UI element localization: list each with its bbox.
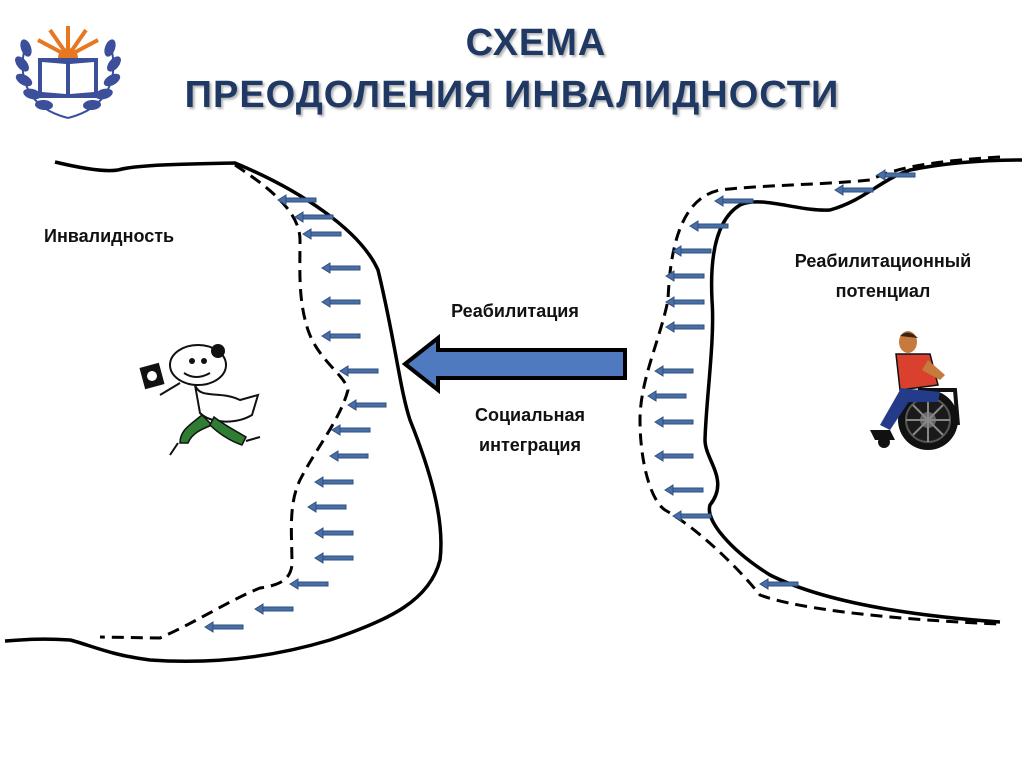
right-small-arrows xyxy=(647,169,916,590)
wheelchair-user-icon xyxy=(870,331,960,450)
title-line-2: ПРЕОДОЛЕНИЯ ИНВАЛИДНОСТИ xyxy=(184,74,840,116)
label-social-integration-line1: Социальная xyxy=(474,405,586,425)
running-person-icon xyxy=(139,344,261,456)
label-social-integration-line2: интеграция xyxy=(479,435,581,455)
label-rehabilitation: Реабилитация xyxy=(451,301,579,321)
logo-emblem-icon xyxy=(15,26,121,119)
title-line-1: СХЕМА xyxy=(465,22,607,64)
left-shore-outline xyxy=(4,160,443,664)
label-rehab-potential-line1: Реабилитационный xyxy=(794,251,972,271)
label-rehab-potential: Реабилитационный потенциал xyxy=(768,246,998,306)
left-small-arrows xyxy=(204,194,387,633)
label-social-integration: Социальная интеграция xyxy=(430,400,630,460)
left-shore-dashed xyxy=(99,163,350,640)
label-rehab-potential-line2: потенциал xyxy=(835,281,931,301)
right-shore-outline xyxy=(703,158,1023,624)
right-shore-dashed xyxy=(638,155,1001,626)
main-arrow-icon xyxy=(401,333,627,395)
label-disability: Инвалидность xyxy=(44,226,175,246)
